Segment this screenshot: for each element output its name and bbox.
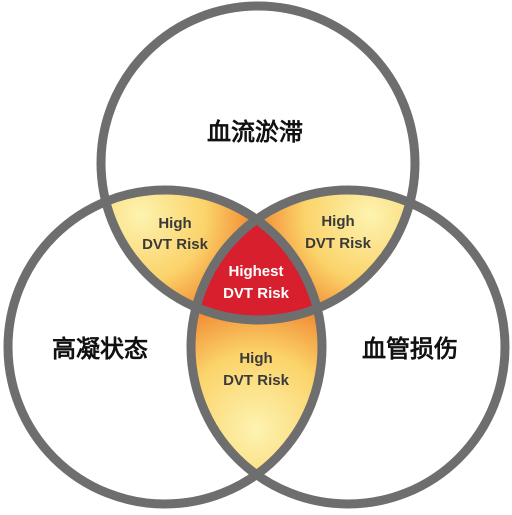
overlap-bottom-line2: DVT Risk — [223, 372, 290, 389]
overlap-center-region — [191, 190, 322, 320]
overlap-center-line2: DVT Risk — [223, 285, 290, 302]
overlap-top-right-line2: DVT Risk — [305, 235, 372, 252]
circle-left-ring — [3, 185, 327, 509]
overlap-top-right-line1: High — [321, 213, 354, 230]
overlap-bottom-line1: High — [239, 350, 272, 367]
circle-left-label: 高凝状态 — [52, 335, 148, 363]
circle-right-label: 血管损伤 — [362, 335, 458, 363]
circle-right-ring — [186, 185, 510, 509]
circle-top-label: 血流淤滞 — [207, 118, 303, 146]
overlap-center-line1: Highest — [228, 263, 283, 280]
overlap-top-left-line2: DVT Risk — [142, 236, 209, 253]
circle-top-ring — [96, 1, 420, 325]
overlap-top-left-line1: High — [158, 215, 191, 232]
